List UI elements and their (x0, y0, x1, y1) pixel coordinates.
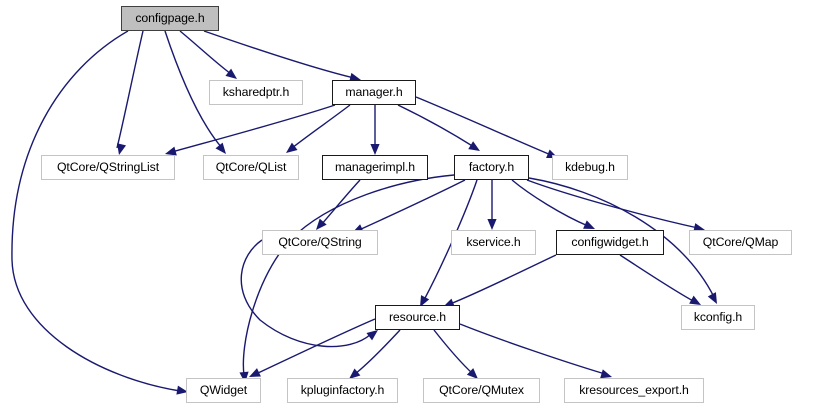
graph-node-qstring[interactable]: QtCore/QString (262, 230, 378, 255)
graph-node-label: kconfig.h (693, 310, 743, 325)
graph-node-label: kpluginfactory.h (300, 383, 385, 398)
graph-node-label: QWidget (199, 383, 248, 398)
graph-edge-manager-to-kdebug (415, 96, 552, 156)
graph-node-ksharedptr[interactable]: ksharedptr.h (209, 80, 303, 105)
graph-arrowhead-configpage-to-manager (349, 72, 361, 82)
graph-arrowhead-factory-to-kservice (487, 219, 497, 230)
graph-edge-factory-to-qstring (358, 179, 466, 231)
graph-edge-factory-to-qmap (526, 179, 699, 229)
graph-node-kservice[interactable]: kservice.h (451, 230, 536, 255)
graph-edge-configwidget-to-resource (449, 254, 557, 305)
graph-node-label: QtCore/QMap (702, 235, 779, 250)
graph-arrowhead-resource-to-kpluginfactory (349, 368, 361, 379)
graph-arrowhead-manager-to-factory (468, 141, 480, 151)
graph-node-qstringlist[interactable]: QtCore/QStringList (41, 155, 175, 180)
graph-node-label: kdebug.h (565, 160, 615, 175)
graph-edge-resource-to-kresources_export (459, 323, 606, 375)
graph-arrowhead-manager-to-qlist (286, 142, 298, 153)
graph-node-label: managerimpl.h (334, 160, 416, 175)
graph-node-manager[interactable]: manager.h (332, 80, 416, 105)
graph-edge-managerimpl-to-qstring (320, 179, 361, 226)
graph-arrowhead-configpage-to-qlist (215, 142, 226, 154)
graph-arrowhead-factory-to-qmap (693, 223, 705, 233)
graph-node-label: manager.h (345, 85, 403, 100)
graph-arrowhead-configwidget-to-kconfig (689, 295, 701, 305)
graph-node-label: ksharedptr.h (222, 85, 290, 100)
graph-arrowhead-factory-to-resource (420, 295, 430, 307)
graph-node-kdebug[interactable]: kdebug.h (552, 155, 628, 180)
graph-edge-resource-to-qwidget (255, 318, 376, 375)
graph-edge-qstring_curve-to-resource (240, 239, 372, 348)
graph-node-label: QtCore/QStringList (56, 160, 160, 175)
graph-edge-manager-to-factory (397, 104, 475, 148)
graph-arrowhead-configpage-to-qwidget (176, 385, 188, 395)
graph-node-kconfig[interactable]: kconfig.h (681, 305, 755, 330)
graph-edge-factory-to-configwidget (511, 179, 589, 227)
graph-arrowhead-manager-to-managerimpl (370, 144, 380, 155)
graph-node-label: resource.h (388, 310, 447, 325)
graph-node-managerimpl[interactable]: managerimpl.h (322, 155, 428, 180)
graph-arrowhead-managerimpl-to-qstring (316, 218, 327, 230)
graph-node-label: kservice.h (466, 235, 521, 250)
graph-arrowhead-factory-to-qwidget (239, 371, 249, 383)
graph-node-resource[interactable]: resource.h (375, 305, 460, 330)
graph-arrowhead-configpage-to-ksharedptr (225, 68, 237, 79)
graph-node-kpluginfactory[interactable]: kpluginfactory.h (287, 378, 398, 403)
graph-arrowhead-resource-to-qmutex (466, 368, 478, 379)
graph-node-label: kresources_export.h (579, 383, 689, 398)
graph-node-qmutex[interactable]: QtCore/QMutex (423, 378, 540, 403)
graph-edge-configpage-to-qwidget (11, 30, 181, 392)
graph-node-configpage[interactable]: configpage.h (121, 6, 219, 31)
graph-edge-manager-to-qstringlist (171, 104, 336, 153)
graph-node-label: configwidget.h (571, 235, 649, 250)
graph-edge-manager-to-qlist (291, 104, 351, 149)
graph-node-qlist[interactable]: QtCore/QList (203, 155, 299, 180)
graph-edge-configpage-to-qlist (164, 30, 223, 149)
graph-node-label: factory.h (468, 160, 515, 175)
graph-edge-configwidget-to-kconfig (619, 254, 696, 303)
graph-arrowhead-configwidget-to-resource (443, 298, 455, 308)
graph-arrowhead-factory-to-kconfig (707, 292, 717, 304)
graph-edge-resource-to-kpluginfactory (354, 329, 401, 375)
edge-arrowheads (117, 68, 717, 395)
graph-node-kresources_export[interactable]: kresources_export.h (564, 378, 704, 403)
graph-node-label: QtCore/QString (278, 235, 362, 250)
graph-edge-configpage-to-qstringlist (116, 30, 144, 149)
graph-edge-configpage-to-ksharedptr (179, 30, 232, 75)
graph-edge-configpage-to-manager (203, 30, 355, 79)
graph-arrowhead-resource-to-qwidget (249, 368, 261, 377)
graph-node-label: QtCore/QList (215, 160, 287, 175)
graph-node-configwidget[interactable]: configwidget.h (556, 230, 664, 255)
graph-node-qwidget[interactable]: QWidget (186, 378, 261, 403)
graph-arrowhead-manager-to-qstringlist (165, 146, 177, 156)
graph-arrowhead-qstring_curve-to-resource (366, 330, 378, 341)
graph-node-label: QtCore/QMutex (439, 383, 524, 398)
graph-node-factory[interactable]: factory.h (454, 155, 529, 180)
graph-node-label: configpage.h (135, 11, 205, 26)
graph-edge-factory-to-kconfig (528, 177, 715, 298)
graph-arrowhead-factory-to-configwidget (583, 220, 595, 229)
graph-arrowhead-resource-to-kresources_export (600, 369, 612, 379)
graph-edge-resource-to-qmutex (433, 329, 474, 375)
graph-arrowhead-configpage-to-qstringlist (117, 143, 127, 155)
graph-node-qmap[interactable]: QtCore/QMap (689, 230, 792, 255)
